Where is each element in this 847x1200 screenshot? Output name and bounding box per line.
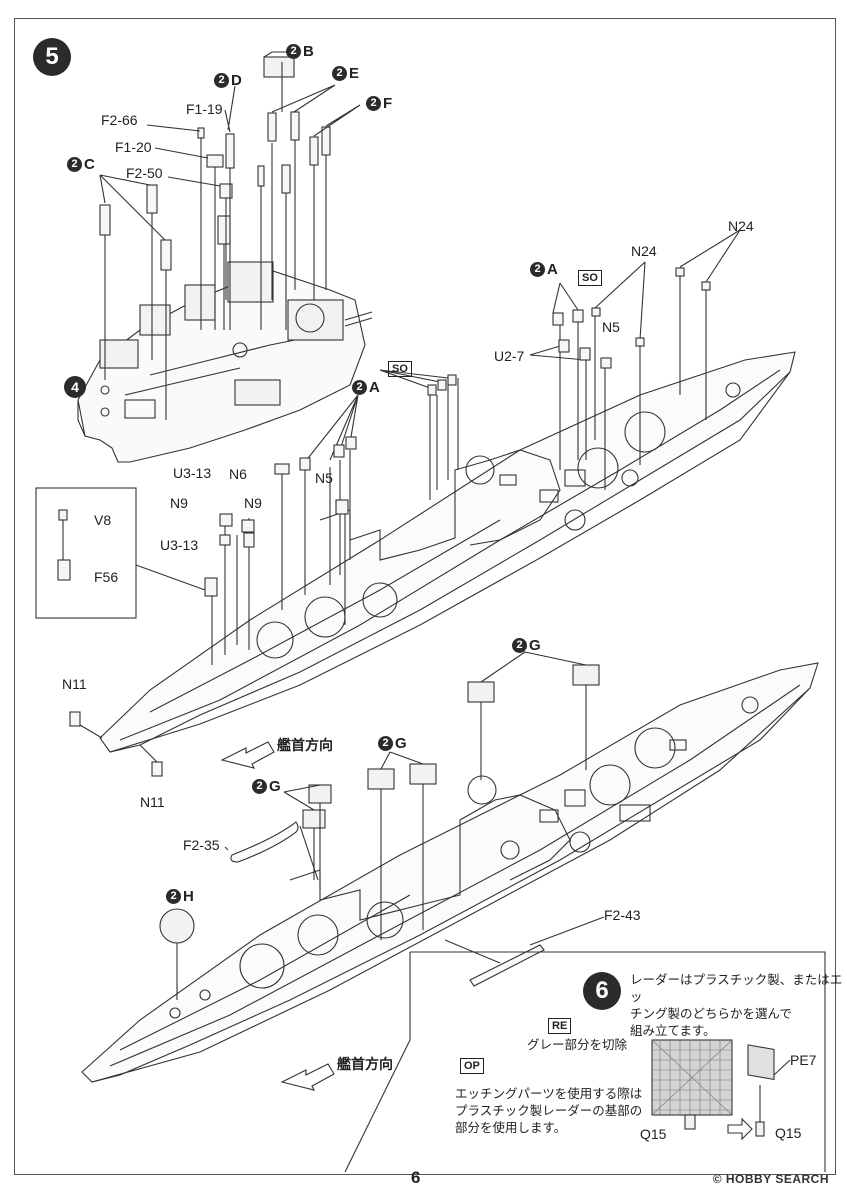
subassembly-letter: G xyxy=(269,778,281,795)
bow-direction-label-1: 艦首方向 xyxy=(277,738,333,754)
re-tag: RE xyxy=(548,1018,572,1034)
part-label-u2-7: U2-7 xyxy=(494,348,525,364)
subassembly-letter: A xyxy=(547,261,558,278)
subassembly-2h-marker: 2 H xyxy=(166,888,194,905)
watermark: © HOBBY SEARCH xyxy=(712,1172,829,1186)
step-4-ref-badge: 4 xyxy=(64,376,86,398)
op-note-line-1: エッチングパーツを使用する際は xyxy=(455,1086,643,1101)
subassembly-letter: G xyxy=(529,637,541,654)
subassembly-number: 2 xyxy=(67,157,82,172)
so-tag-right: SO xyxy=(578,270,602,286)
subassembly-2g-marker-2: 2 G xyxy=(378,735,407,752)
step6-intro-line-3: 組み立てます。 xyxy=(630,1022,716,1038)
subassembly-number: 2 xyxy=(530,262,545,277)
subassembly-2a-marker-right: 2 A xyxy=(530,261,558,278)
part-label-f2-50: F2-50 xyxy=(126,165,163,181)
op-note-line-3: 部分を使用します。 xyxy=(455,1119,567,1135)
subassembly-letter: A xyxy=(369,379,380,396)
subassembly-number: 2 xyxy=(286,44,301,59)
subassembly-2b-marker: 2 B xyxy=(286,43,314,60)
subassembly-number: 2 xyxy=(332,66,347,81)
part-label-f2-35: F2-35 xyxy=(183,837,220,853)
op-note: エッチングパーツを使用する際は プラスチック製レーダーの基部の 部分を使用します… xyxy=(455,1086,642,1137)
part-label-n5-top: N5 xyxy=(602,319,620,335)
subassembly-2c-marker: 2 C xyxy=(67,156,95,173)
step-6-badge: 6 xyxy=(583,972,621,1010)
part-label-f2-43: F2-43 xyxy=(604,907,641,923)
part-label-f2-66: F2-66 xyxy=(101,112,138,128)
op-tag: OP xyxy=(460,1058,484,1074)
bow-direction-label-2: 艦首方向 xyxy=(337,1057,393,1073)
subassembly-letter: E xyxy=(349,65,360,82)
part-label-n9-right: N9 xyxy=(244,495,262,511)
subassembly-2f-marker: 2 F xyxy=(366,95,392,112)
subassembly-2g-marker-3: 2 G xyxy=(252,778,281,795)
op-note-line-2: プラスチック製レーダーの基部の xyxy=(455,1102,643,1118)
subassembly-number: 2 xyxy=(352,380,367,395)
subassembly-letter: D xyxy=(231,72,242,89)
subassembly-number: 2 xyxy=(166,889,181,904)
subassembly-number: 2 xyxy=(214,73,229,88)
subassembly-letter: B xyxy=(303,43,314,60)
part-label-n24-right: N24 xyxy=(728,218,754,234)
so-tag-left: SO xyxy=(388,361,412,377)
part-label-v8: V8 xyxy=(94,512,112,528)
part-label-n9-left: N9 xyxy=(170,495,188,511)
subassembly-letter: C xyxy=(84,156,95,173)
subassembly-letter: H xyxy=(183,888,194,905)
part-label-n11-bottom: N11 xyxy=(140,794,165,810)
part-label-n24-left: N24 xyxy=(631,243,657,259)
page-number: 6 xyxy=(411,1168,421,1187)
subassembly-letter: F xyxy=(383,95,393,112)
step6-intro: レーダーはプラスチック製、またはエッ チング製のどちらかを選んで 組み立てます。 xyxy=(630,972,847,1040)
page-frame xyxy=(14,18,836,1175)
part-label-f56: F56 xyxy=(94,569,119,585)
part-label-q15-left: Q15 xyxy=(640,1126,667,1142)
part-label-n6: N6 xyxy=(229,466,247,482)
subassembly-number: 2 xyxy=(378,736,393,751)
part-label-u3-13-bottom: U3-13 xyxy=(160,537,199,553)
part-label-u3-13-top: U3-13 xyxy=(173,465,212,481)
part-label-n5-mid: N5 xyxy=(315,470,333,486)
subassembly-number: 2 xyxy=(366,96,381,111)
part-label-n11-top: N11 xyxy=(62,676,87,692)
part-label-pe7: PE7 xyxy=(790,1052,817,1068)
part-label-f1-20: F1-20 xyxy=(115,139,152,155)
subassembly-2a-marker-left: 2 A xyxy=(352,379,380,396)
step6-intro-line-2: チング製のどちらかを選んで xyxy=(630,1005,792,1021)
subassembly-letter: G xyxy=(395,735,407,752)
step-5-badge: 5 xyxy=(33,38,71,76)
subassembly-number: 2 xyxy=(512,638,527,653)
subassembly-2e-marker: 2 E xyxy=(332,65,359,82)
subassembly-number: 2 xyxy=(252,779,267,794)
part-label-q15-right: Q15 xyxy=(775,1125,802,1141)
subassembly-2d-marker: 2 D xyxy=(214,72,242,89)
part-label-f1-19: F1-19 xyxy=(186,101,223,117)
subassembly-2g-marker-1: 2 G xyxy=(512,637,541,654)
step6-intro-line-1: レーダーはプラスチック製、またはエッ xyxy=(630,972,843,1004)
re-note: グレー部分を切除 xyxy=(527,1037,628,1052)
